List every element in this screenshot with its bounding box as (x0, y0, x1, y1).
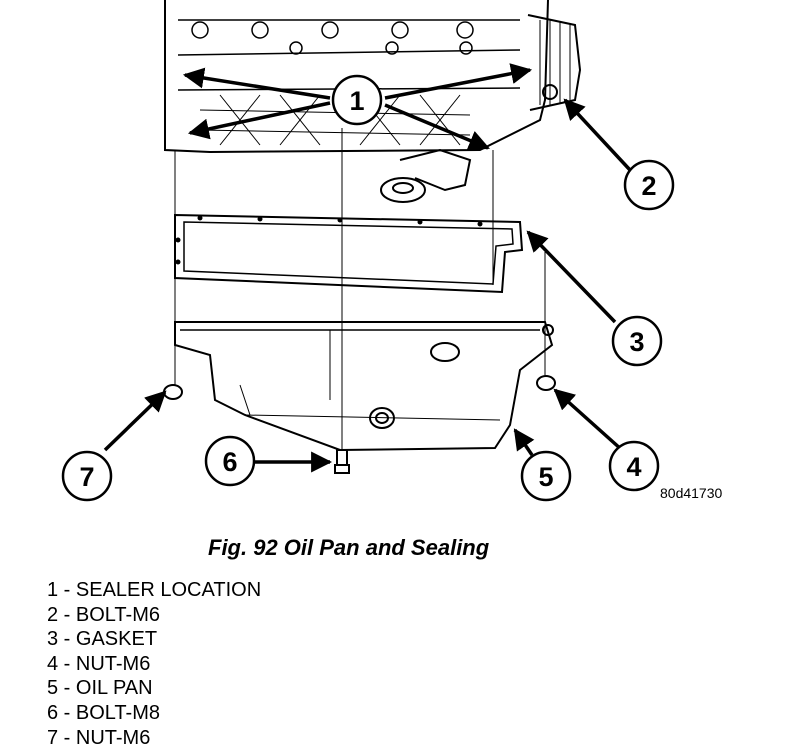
callout-label-4: 4 (626, 452, 641, 482)
callout-label-1: 1 (349, 86, 364, 116)
callout-circle-1 (331, 74, 383, 126)
callout-circle-3 (611, 315, 663, 367)
nut-m6-right (536, 375, 556, 391)
callout-label-5: 5 (538, 462, 553, 492)
callout-arrows (103, 63, 632, 473)
oil-pan-exploded-diagram: 1 2 3 4 5 6 7 80d41730 (61, 0, 723, 502)
callout-circle-5 (520, 450, 572, 502)
engine-block (164, 0, 582, 203)
callout-label-7: 7 (79, 462, 94, 492)
oil-pan-gasket (174, 213, 524, 294)
callout-circle-4 (608, 440, 660, 492)
bolt-m8 (334, 449, 350, 474)
legend-item-sealer-location: 1 - SEALER LOCATION (47, 579, 262, 601)
figure-caption: Fig. 92 Oil Pan and Sealing (208, 535, 490, 560)
callout-label-2: 2 (641, 171, 656, 201)
parts-legend: 1 - SEALER LOCATION 2 - BOLT-M6 3 - GASK… (47, 578, 261, 750)
legend-item-bolt-m6: 2 - BOLT-M6 (47, 603, 160, 626)
callout-circle-7 (61, 450, 113, 502)
nut-m6-left (163, 384, 183, 400)
callout-circle-6 (204, 435, 256, 487)
legend-item-oil-pan: 5 - OIL PAN (47, 677, 153, 700)
alignment-lines (174, 128, 546, 450)
callout-label-3: 3 (629, 327, 644, 357)
callout-label-6: 6 (222, 447, 237, 477)
legend-item-nut-m6: 4 - NUT-M6 (47, 652, 151, 675)
legend-item-nut-m6-2: 7 - NUT-M6 (47, 726, 151, 749)
callout-circle-2 (623, 159, 675, 211)
figure-id-label: 80d41730 (660, 485, 723, 501)
legend-item-bolt-m8: 6 - BOLT-M8 (47, 701, 160, 724)
legend-item-gasket: 3 - GASKET (47, 628, 158, 651)
oil-pan (174, 321, 554, 452)
